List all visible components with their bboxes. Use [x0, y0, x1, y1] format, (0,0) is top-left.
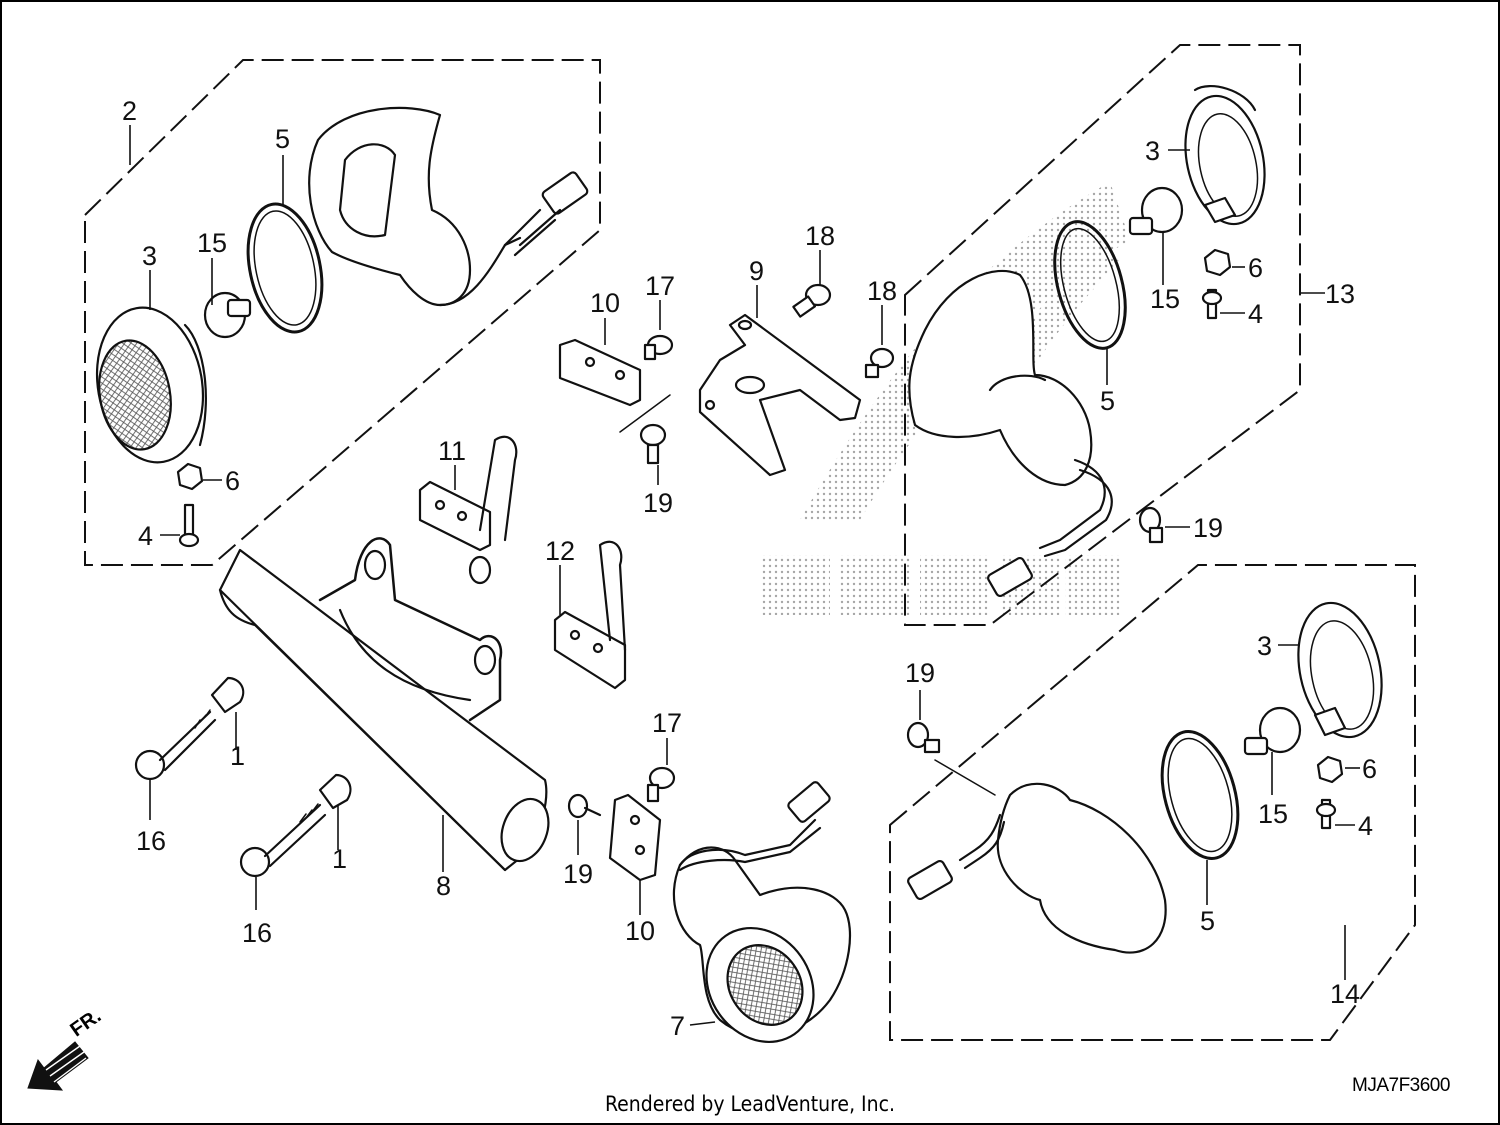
callout-16: 16 [136, 826, 166, 856]
leader-lines [129, 125, 1360, 1026]
assembly-boundaries [84, 44, 1416, 1041]
callout-2: 2 [122, 96, 137, 126]
bracket-10-upper [558, 338, 642, 407]
callout-5: 5 [275, 124, 290, 154]
gasket-ring-13 [1053, 220, 1127, 350]
callout-4: 4 [1358, 811, 1373, 841]
callout-17: 17 [652, 708, 682, 738]
leader-19-right-lower [934, 759, 996, 796]
collar-1-upper [210, 676, 245, 714]
connector-7 [787, 781, 831, 823]
front-direction-arrow-icon [27, 1041, 89, 1091]
bolt-19-right-lower [906, 721, 941, 754]
watermark-letters [760, 555, 1120, 615]
callout-19: 19 [643, 488, 673, 518]
callout-15: 15 [1258, 799, 1288, 829]
connector-13 [987, 556, 1033, 598]
leader-19-center [619, 394, 671, 433]
callout-12: 12 [545, 536, 575, 566]
callout-16: 16 [242, 918, 272, 948]
callout-6: 6 [225, 466, 240, 496]
screw-4a [178, 503, 200, 548]
render-credit: Rendered by LeadVenture, Inc. [605, 1092, 895, 1116]
turn-signal-lower-front [672, 781, 852, 1044]
bracket-12 [553, 540, 627, 690]
bolt-19-right-upper [1138, 506, 1164, 544]
bulb-13 [1128, 186, 1184, 236]
assembly-13-boundary [904, 44, 1301, 626]
assembly-2-boundary [84, 59, 601, 566]
stay-tube-8 [218, 537, 550, 872]
callout-1: 1 [332, 844, 347, 874]
bulb-ul [203, 291, 252, 339]
bolt-18-left [792, 283, 832, 318]
bulb-14 [1243, 706, 1302, 756]
collar-1-lower [318, 773, 352, 810]
lens-13 [1184, 85, 1266, 226]
bolt-16-lower [239, 803, 327, 878]
nut-6c [1316, 755, 1344, 784]
callout-8: 8 [436, 871, 451, 901]
connector-14 [907, 859, 953, 901]
bolt-19-center [639, 423, 667, 465]
turn-signal-housing-14 [907, 782, 1167, 954]
callout-3: 3 [142, 241, 157, 271]
callout-3: 3 [1257, 631, 1272, 661]
assembly-14-boundary [889, 564, 1416, 1041]
callout-15: 15 [1150, 284, 1180, 314]
callout-4: 4 [138, 521, 153, 551]
callout-1: 1 [230, 741, 245, 771]
bolt-18-right [864, 347, 895, 379]
bracket-9 [698, 313, 862, 477]
callout-10: 10 [625, 916, 655, 946]
callout-18: 18 [805, 221, 835, 251]
lens-ul [95, 306, 207, 464]
nut-6b [1203, 248, 1232, 277]
gasket-ring-14 [1160, 730, 1240, 860]
turn-signal-upper-left [308, 106, 589, 307]
callout-11: 11 [438, 436, 466, 466]
turn-signal-housing-13 [908, 269, 1113, 598]
callout-19: 19 [1193, 513, 1223, 543]
lens-14 [1297, 601, 1383, 739]
nut-6a [176, 462, 204, 491]
gasket-ring-ul [246, 202, 324, 334]
bolt-17-upper [643, 334, 674, 361]
bolt-19-lower-left [567, 793, 602, 819]
callout-7: 7 [670, 1011, 685, 1041]
bracket-11 [418, 435, 518, 585]
callout-13: 13 [1325, 279, 1355, 309]
callout-labels: 2 5 3 15 6 4 10 17 9 18 18 11 19 12 1 16… [122, 96, 1377, 1041]
callout-19: 19 [905, 658, 935, 688]
callout-10: 10 [590, 288, 620, 318]
callout-5: 5 [1200, 906, 1215, 936]
callout-17: 17 [645, 271, 675, 301]
callout-5: 5 [1100, 386, 1115, 416]
callout-15: 15 [197, 228, 227, 258]
diagram-code: MJA7F3600 [1352, 1075, 1450, 1096]
bracket-10-lower [608, 793, 662, 882]
callout-3: 3 [1145, 136, 1160, 166]
screw-4c [1315, 798, 1337, 830]
callout-6: 6 [1362, 754, 1377, 784]
connector-ul [541, 171, 589, 215]
screw-4b [1201, 288, 1223, 320]
callout-14: 14 [1330, 979, 1360, 1009]
callout-6: 6 [1248, 253, 1263, 283]
callout-18: 18 [867, 276, 897, 306]
callout-9: 9 [749, 256, 764, 286]
callout-4: 4 [1248, 299, 1263, 329]
bolt-16-upper [134, 709, 217, 781]
callout-19: 19 [563, 859, 593, 889]
bolt-17-lower [646, 766, 676, 803]
